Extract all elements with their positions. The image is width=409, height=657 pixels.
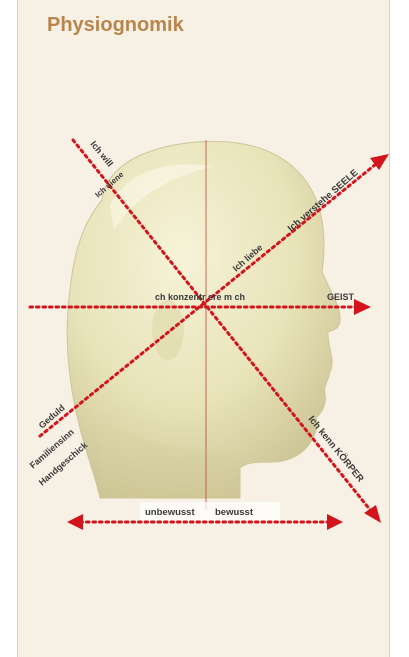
label-bewusst: bewusst bbox=[215, 507, 254, 518]
label-ich-will: Ich will bbox=[88, 139, 115, 169]
label-unbewusst: unbewusst bbox=[145, 507, 195, 518]
arrowhead-seele bbox=[370, 154, 389, 170]
arrowhead-bewusst bbox=[327, 514, 343, 530]
label-ich-kenn-koerper: Ich kenn KÖRPER bbox=[306, 414, 366, 485]
diagram-card: Physiognomik bbox=[17, 0, 390, 657]
arrowhead-geist bbox=[354, 299, 371, 315]
ear bbox=[152, 300, 184, 360]
label-handgeschick: Handgeschick bbox=[37, 439, 90, 487]
arrowhead-unbewusst bbox=[67, 514, 83, 530]
label-ich-konzentriere-mich: ch konzentr ere m ch bbox=[155, 292, 245, 302]
label-geist: GEIST bbox=[327, 292, 355, 302]
physiognomy-diagram: Ich will Ich diene Ich verstehe SEELE Ic… bbox=[18, 0, 390, 657]
